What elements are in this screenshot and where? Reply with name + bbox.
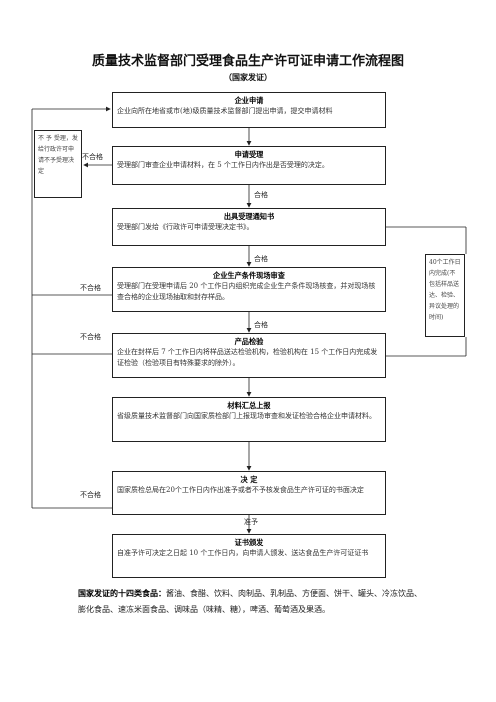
step-head: 出具受理通知书 (223, 212, 275, 221)
step-head: 证书颁发 (234, 538, 264, 547)
page-subtitle: （国家发证） (224, 72, 272, 82)
pass-label: 合格 (254, 191, 268, 199)
step-head: 材料汇总上报 (227, 401, 271, 410)
step-text: 受理部门审查企业申请材料，在 5 个工作日内作出是否受理的决定。 (117, 161, 329, 169)
step-head: 企业申请 (234, 96, 264, 105)
step-head: 产品检验 (234, 337, 264, 346)
rejection-note: 不 予 受理，发给行政许可申请不予受理决定 (34, 130, 82, 198)
footer-note: 国家发证的十四类食品：酱油、食醋、饮料、肉制品、乳制品、方便面、饼干、罐头、冷冻… (78, 586, 423, 618)
step-acceptance-notice: 出具受理通知书 受理部门发给《行政许可申请受理决定书》。 (112, 208, 386, 246)
step-certificate-issuance: 证书颁发 自准予许可决定之日起 10 个工作日内，向申请人颁发、送达食品生产许可… (112, 534, 386, 578)
footer-heading: 国家发证的十四类食品： (78, 589, 166, 598)
footer-text: 酱油、食醋、饮料、肉制品、乳制品、方便面、饼干、罐头、冷冻饮品、膨化食品、速冻米… (78, 589, 422, 614)
approve-label: 准予 (244, 518, 258, 526)
pass-label: 合格 (254, 255, 268, 263)
step-acceptance: 申请受理 受理部门审查企业申请材料，在 5 个工作日内作出是否受理的决定。 (112, 146, 386, 185)
step-text: 受理部门在受理申请后 20 个工作日内组织完成企业生产条件现场核查，并对现场核查… (117, 282, 376, 301)
step-company-application: 企业申请 企业向所在地省或市(地)级质量技术监督部门提出申请，提交申请材料 (112, 92, 386, 128)
step-text: 国家质检总局在20个工作日内作出准予或者不予核发食品生产许可证的书面决定 (117, 486, 364, 494)
fail-label: 不合格 (82, 153, 103, 161)
step-head: 企业生产条件现场审查 (213, 271, 285, 280)
step-head: 决 定 (240, 475, 258, 484)
step-text: 自准予许可决定之日起 10 个工作日内，向申请人颁发、送达食品生产许可证证书 (117, 549, 369, 557)
step-text: 企业向所在地省或市(地)级质量技术监督部门提出申请，提交申请材料 (117, 107, 333, 115)
fail-label: 不合格 (80, 284, 101, 292)
page-title: 质量技术监督部门受理食品生产许可证申请工作流程图 (91, 54, 404, 69)
pass-label: 合格 (254, 321, 268, 329)
step-text: 企业在封样后 7 个工作日内将样品送达检验机构，检验机构在 15 个工作日内完成… (117, 348, 378, 367)
step-decision: 决 定 国家质检总局在20个工作日内作出准予或者不予核发食品生产许可证的书面决定 (112, 471, 386, 515)
fail-label: 不合格 (80, 333, 101, 341)
step-materials-report: 材料汇总上报 省级质量技术监督部门向国家质检部门上报现场审查和发证检验合格企业申… (112, 397, 386, 442)
step-text: 省级质量技术监督部门向国家质检部门上报现场审查和发证检验合格企业申请材料。 (117, 412, 376, 420)
fail-label: 不合格 (80, 491, 101, 499)
step-site-inspection: 企业生产条件现场审查 受理部门在受理申请后 20 个工作日内组织完成企业生产条件… (112, 267, 386, 312)
time-limit-note: 40个工作日内完成(不包括样品送达、检验、异议处理的时间) (425, 254, 465, 337)
step-head: 申请受理 (234, 150, 264, 159)
step-product-testing: 产品检验 企业在封样后 7 个工作日内将样品送达检验机构，检验机构在 15 个工… (112, 333, 386, 378)
step-text: 受理部门发给《行政许可申请受理决定书》。 (117, 223, 254, 231)
